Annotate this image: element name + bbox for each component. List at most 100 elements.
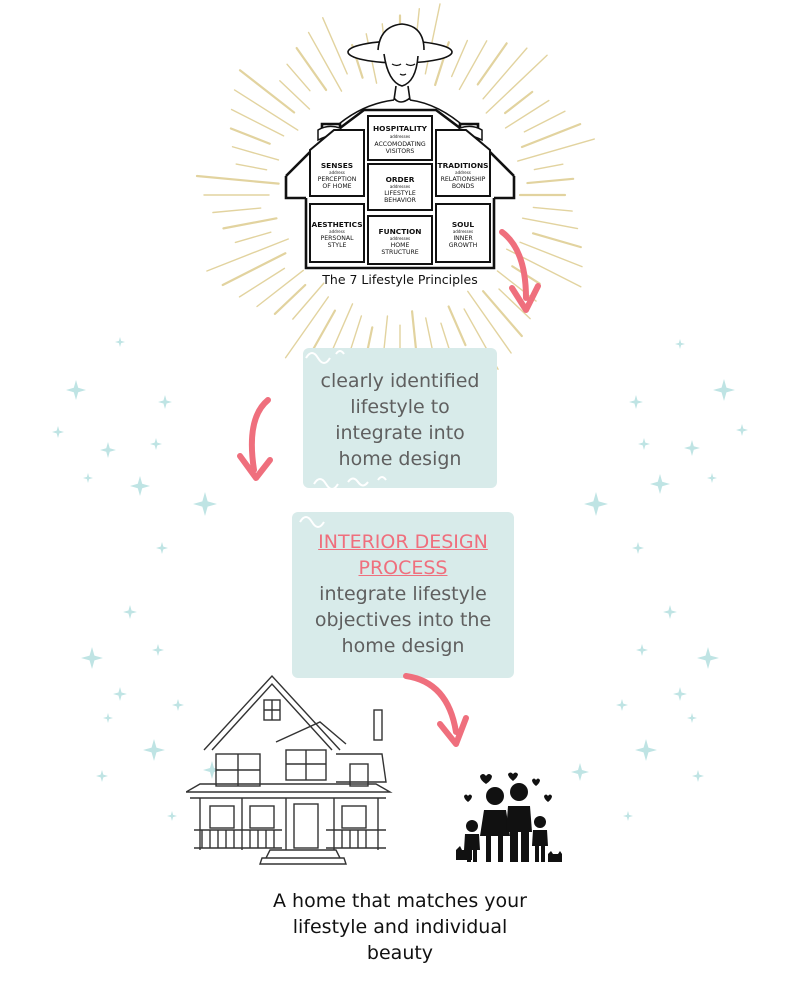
sunburst-ray [482, 47, 528, 100]
principles-caption: The 7 Lifestyle Principles [321, 272, 477, 287]
sunburst-ray [467, 290, 512, 354]
svg-text:STYLE: STYLE [328, 242, 347, 249]
svg-text:address: address [329, 229, 345, 234]
sunburst-ray [279, 80, 311, 110]
sunburst-ray [498, 288, 531, 320]
card2-line: objectives into the [314, 609, 492, 631]
sparkle-icon [616, 699, 628, 711]
sparkle-icon [115, 337, 125, 347]
interior-design-process-link[interactable]: INTERIOR DESIGN PROCESS [292, 529, 514, 581]
sparkle-icon [143, 739, 165, 761]
sunburst-ray [273, 283, 307, 315]
sunburst-ray [458, 40, 488, 91]
svg-text:VISITORS: VISITORS [386, 148, 415, 155]
svg-text:GROWTH: GROWTH [449, 242, 478, 249]
sparkle-icon [635, 739, 657, 761]
sparkle-icon [584, 492, 608, 516]
svg-text:PERCEPTION: PERCEPTION [318, 176, 357, 183]
svg-text:TRADITIONS: TRADITIONS [438, 161, 489, 170]
sparkle-icon [96, 770, 108, 782]
sunburst-ray [517, 138, 595, 162]
woman-figure-icon [331, 23, 469, 131]
sparkle-icon [203, 761, 221, 779]
sunburst-ray [221, 252, 287, 287]
sunburst-rays [195, 3, 595, 389]
sunburst-ray [482, 290, 523, 338]
card-swirl-decor [299, 516, 325, 528]
svg-text:HOME: HOME [391, 242, 410, 249]
svg-text:STRUCTURE: STRUCTURE [381, 249, 418, 256]
svg-text:ORDER: ORDER [386, 175, 415, 184]
svg-text:SENSES: SENSES [321, 161, 353, 170]
card1-line: lifestyle to [350, 396, 450, 418]
svg-text:address: address [329, 170, 345, 175]
svg-text:INNER: INNER [453, 235, 473, 242]
arrow-down-right-icon [403, 673, 469, 747]
card2-line: home design [341, 635, 465, 657]
sparkle-icon [638, 438, 650, 450]
house-sketch-icon [186, 674, 393, 865]
sparkle-icon [684, 440, 700, 456]
sparkle-icon [650, 474, 670, 494]
sunburst-ray [504, 99, 550, 129]
sparkle-icon [663, 605, 677, 619]
room-function: FUNCTION addresses HOME STRUCTURE [379, 227, 422, 256]
sparkle-icon [156, 542, 168, 554]
room-soul: SOUL addresses INNER GROWTH [449, 220, 478, 249]
sparkle-icon [172, 699, 184, 711]
sunburst-ray [307, 31, 343, 92]
svg-text:addresses: addresses [390, 184, 410, 189]
link-line[interactable]: INTERIOR DESIGN [318, 531, 488, 553]
card1-line: integrate into [335, 422, 465, 444]
sunburst-ray [238, 267, 286, 298]
caption-line: beauty [366, 942, 434, 964]
sunburst-ray [526, 177, 575, 185]
sparkle-icon [692, 770, 704, 782]
sunburst-ray [523, 110, 566, 133]
sunburst-ray [450, 39, 469, 78]
sparkle-icon [632, 542, 644, 554]
sunburst-ray [238, 69, 296, 114]
sunburst-ray [521, 217, 579, 230]
link-line[interactable]: PROCESS [358, 557, 448, 579]
family-icon [456, 772, 562, 862]
svg-text:SOUL: SOUL [452, 220, 475, 229]
sparkle-icon [571, 763, 589, 781]
svg-text:HOSPITALITY: HOSPITALITY [373, 124, 428, 133]
sparkle-icon [713, 379, 735, 401]
sunburst-ray [519, 241, 583, 268]
sparkle-icon [707, 473, 717, 483]
lifestyle-card [303, 348, 497, 488]
lifestyle-principles-illustration: HOSPITALITY addresses ACCOMODATING VISIT… [195, 3, 595, 389]
sparkle-icon [167, 811, 177, 821]
sparkle-icon [52, 426, 64, 438]
sunburst-ray [235, 163, 268, 171]
room-hospitality: HOSPITALITY addresses ACCOMODATING VISIT… [373, 124, 428, 155]
svg-text:BONDS: BONDS [452, 183, 474, 190]
closing-caption: A home that matches your lifestyle and i… [240, 888, 560, 966]
card1-line: home design [338, 448, 462, 470]
svg-text:LIFESTYLE: LIFESTYLE [384, 190, 416, 197]
sparkle-icon [100, 442, 116, 458]
svg-text:RELATIONSHIP: RELATIONSHIP [441, 176, 486, 183]
sunburst-ray [532, 206, 573, 212]
sunburst-ray [485, 54, 548, 114]
sparkle-icon [636, 644, 648, 656]
principle-rooms [309, 115, 491, 265]
svg-text:FUNCTION: FUNCTION [379, 227, 422, 236]
sparkle-icon [81, 647, 103, 669]
sunburst-ray [195, 174, 280, 185]
lifestyle-card-text: clearly identified lifestyle to integrat… [303, 368, 497, 472]
sunburst-ray [496, 270, 537, 302]
sunburst-ray [231, 146, 280, 161]
sunburst-ray [295, 46, 328, 92]
svg-text:ACCOMODATING: ACCOMODATING [374, 141, 425, 148]
sunburst-ray [292, 282, 325, 320]
sunburst-ray [520, 123, 582, 149]
svg-text:AESTHETICS: AESTHETICS [311, 220, 362, 229]
sunburst-ray [447, 305, 467, 347]
room-traditions: TRADITIONS address RELATIONSHIP BONDS [438, 161, 489, 190]
sunburst-ray [284, 296, 330, 359]
sparkle-icon [130, 476, 150, 496]
svg-text:addresses: addresses [453, 229, 473, 234]
